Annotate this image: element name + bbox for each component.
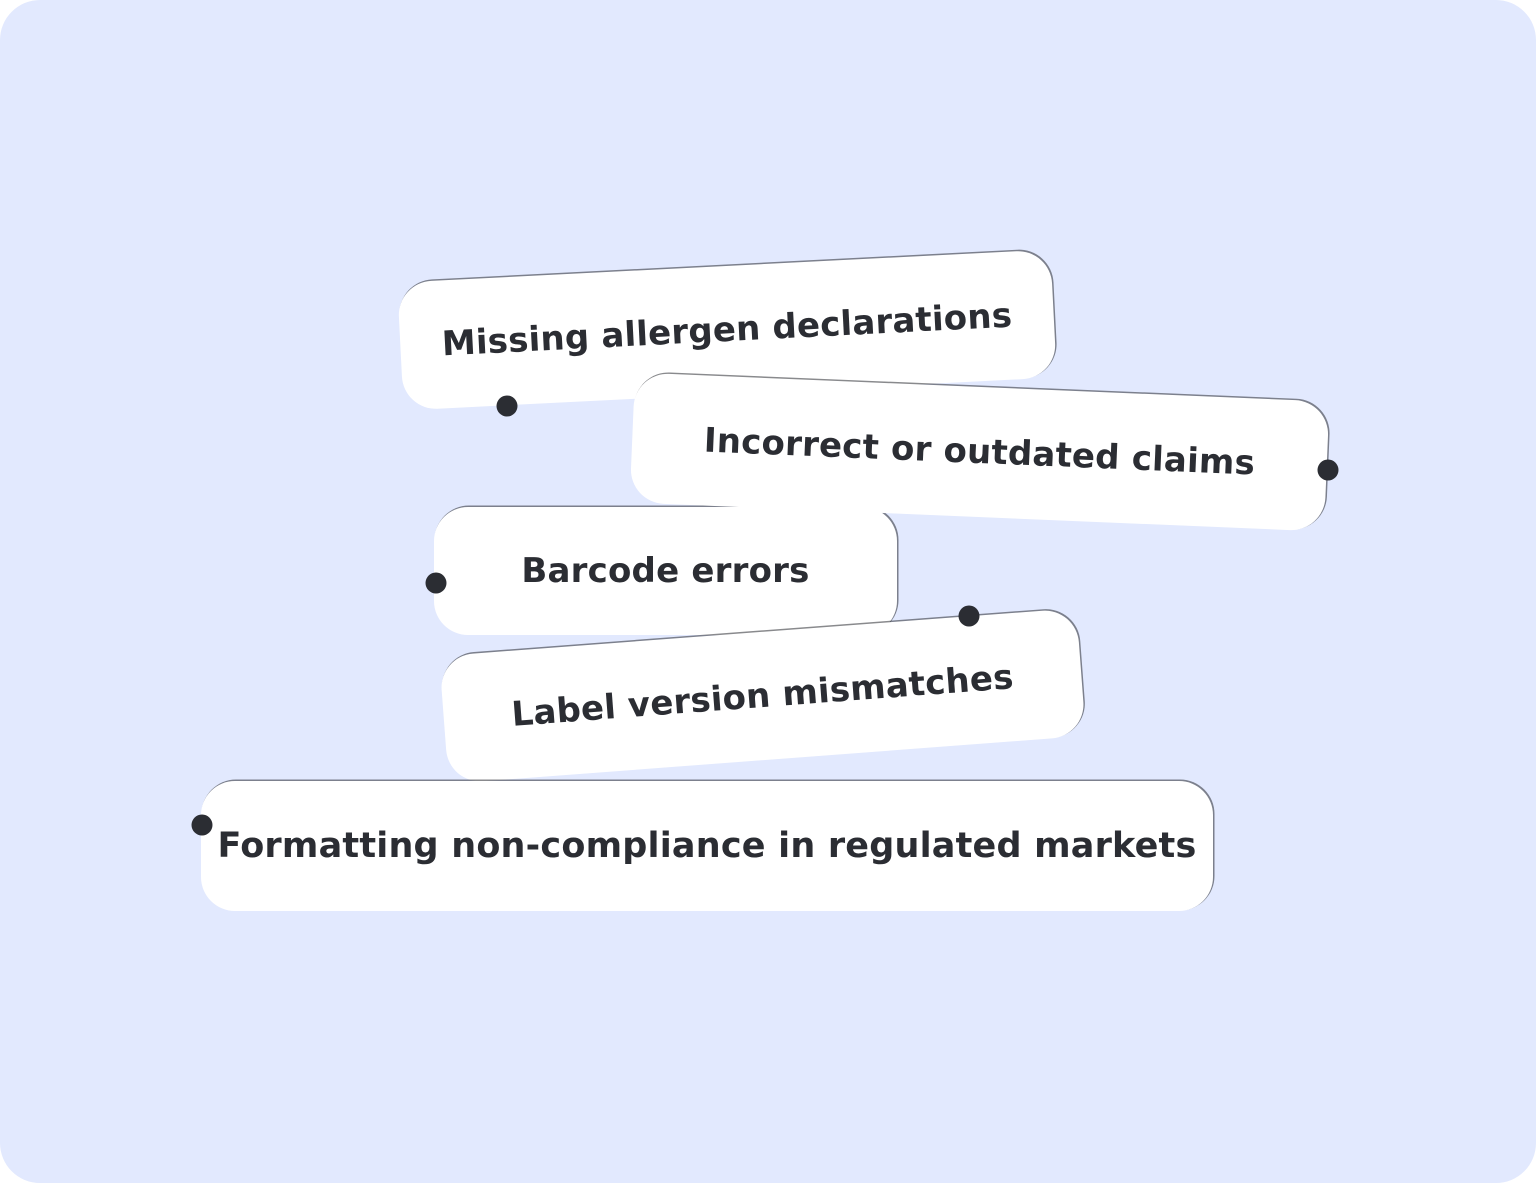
connector-dot	[496, 395, 518, 417]
tag-label: Barcode errors	[521, 551, 810, 591]
tag-barcode-errors: Barcode errors	[434, 507, 897, 635]
connector-dot	[191, 814, 213, 836]
tag-label: Incorrect or outdated claims	[703, 420, 1256, 484]
tag-formatting-non-compliance: Formatting non-compliance in regulated m…	[201, 781, 1213, 911]
connector-dot	[425, 572, 447, 594]
tag-label: Missing allergen declarations	[440, 295, 1014, 365]
connector-dot	[1317, 459, 1339, 481]
tag-label: Label version mismatches	[510, 657, 1015, 735]
tag-label: Formatting non-compliance in regulated m…	[217, 826, 1197, 866]
connector-dot	[958, 605, 980, 627]
